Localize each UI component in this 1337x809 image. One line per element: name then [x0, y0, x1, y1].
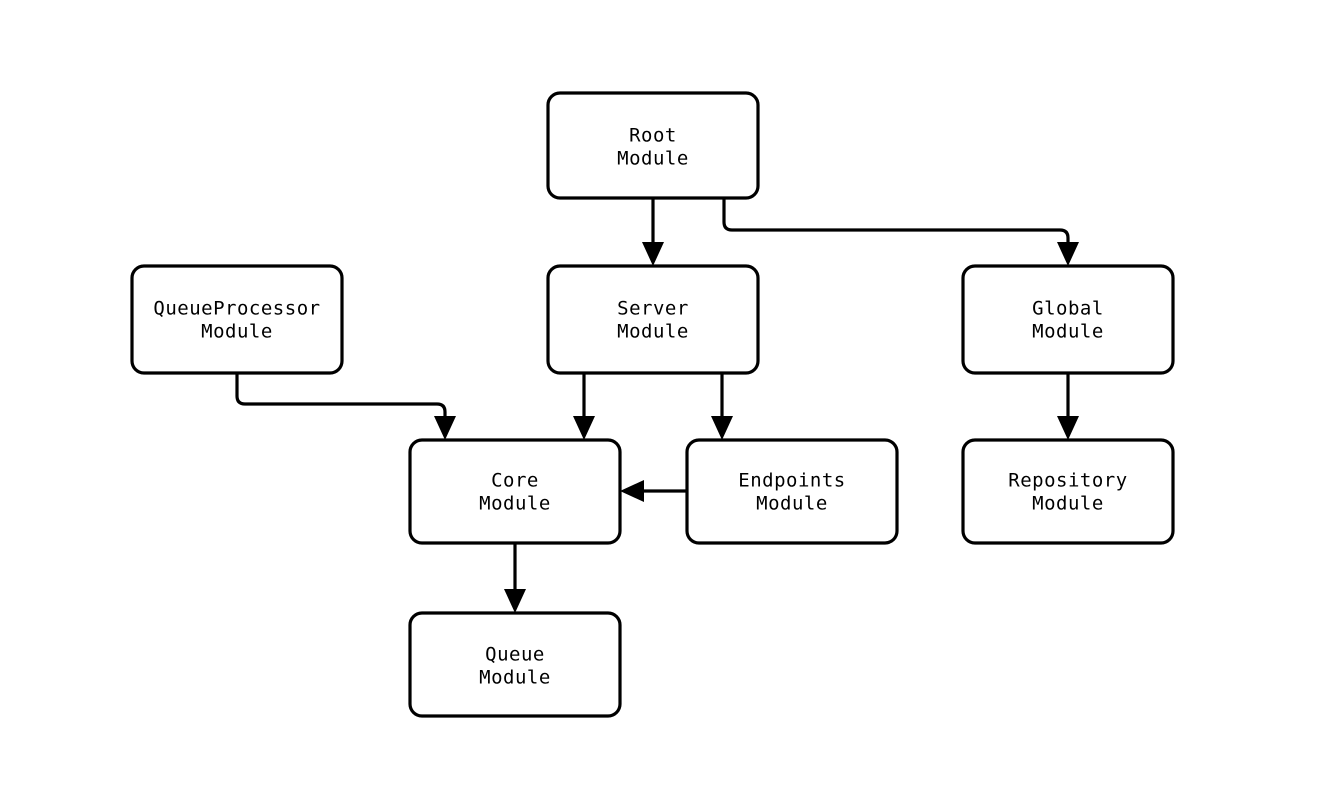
repository-module-label-line2: Module	[1032, 493, 1104, 515]
edge-global-to-repository	[1057, 373, 1079, 440]
core-module-label-line1: Core	[491, 470, 539, 492]
root-module-label-line2: Module	[617, 148, 689, 170]
repository-module-label-line1: Repository	[1008, 470, 1127, 492]
core-module-label-line2: Module	[479, 493, 551, 515]
edge-queueprocessor-to-core-line	[235, 373, 447, 425]
edge-server-to-endpoints-arrowhead	[711, 416, 733, 440]
queue-module-box[interactable]	[408, 611, 622, 718]
edges-layer	[235, 198, 1079, 613]
root-module-node[interactable]: Root Module	[546, 91, 760, 200]
endpoints-module-node[interactable]: Endpoints Module	[685, 438, 899, 545]
edge-root-to-server	[642, 198, 664, 266]
edge-queueprocessor-to-core-arrowhead	[434, 416, 456, 440]
global-module-box[interactable]	[961, 264, 1175, 375]
root-module-box[interactable]	[546, 91, 760, 200]
server-module-label-line1: Server	[617, 298, 689, 320]
server-module-box[interactable]	[546, 264, 760, 375]
edge-core-to-queue	[504, 543, 526, 613]
edge-global-to-repository-arrowhead	[1057, 416, 1079, 440]
edge-endpoints-to-core-arrowhead	[620, 480, 644, 502]
core-module-node[interactable]: Core Module	[408, 438, 622, 545]
edge-root-to-global	[722, 198, 1079, 266]
queue-module-label-line2: Module	[479, 667, 551, 689]
edge-core-to-queue-arrowhead	[504, 589, 526, 613]
queue-module-node[interactable]: Queue Module	[408, 611, 622, 718]
endpoints-module-label-line1: Endpoints	[738, 470, 845, 492]
server-module-node[interactable]: Server Module	[546, 264, 760, 375]
edge-root-to-global-arrowhead	[1057, 242, 1079, 266]
queueprocessor-module-node[interactable]: QueueProcessor Module	[130, 264, 344, 375]
nodes-layer: Root Module QueueProcessor Module Server…	[130, 91, 1175, 718]
queueprocessor-module-label-line1: QueueProcessor	[153, 298, 320, 320]
edge-endpoints-to-core	[620, 480, 687, 502]
queueprocessor-module-box[interactable]	[130, 264, 344, 375]
edge-server-to-core-arrowhead	[573, 416, 595, 440]
edge-root-to-server-arrowhead	[642, 242, 664, 266]
root-module-label-line1: Root	[629, 125, 677, 147]
core-module-box[interactable]	[408, 438, 622, 545]
edge-server-to-core	[573, 373, 595, 440]
edge-queueprocessor-to-core	[235, 373, 456, 440]
server-module-label-line2: Module	[617, 321, 689, 343]
global-module-label-line1: Global	[1032, 298, 1104, 320]
queueprocessor-module-label-line2: Module	[201, 321, 273, 343]
queue-module-label-line1: Queue	[485, 644, 545, 666]
global-module-node[interactable]: Global Module	[961, 264, 1175, 375]
endpoints-module-box[interactable]	[685, 438, 899, 545]
repository-module-box[interactable]	[961, 438, 1175, 545]
repository-module-node[interactable]: Repository Module	[961, 438, 1175, 545]
edge-root-to-global-line	[722, 198, 1070, 251]
global-module-label-line2: Module	[1032, 321, 1104, 343]
endpoints-module-label-line2: Module	[756, 493, 828, 515]
edge-server-to-endpoints	[711, 373, 733, 440]
